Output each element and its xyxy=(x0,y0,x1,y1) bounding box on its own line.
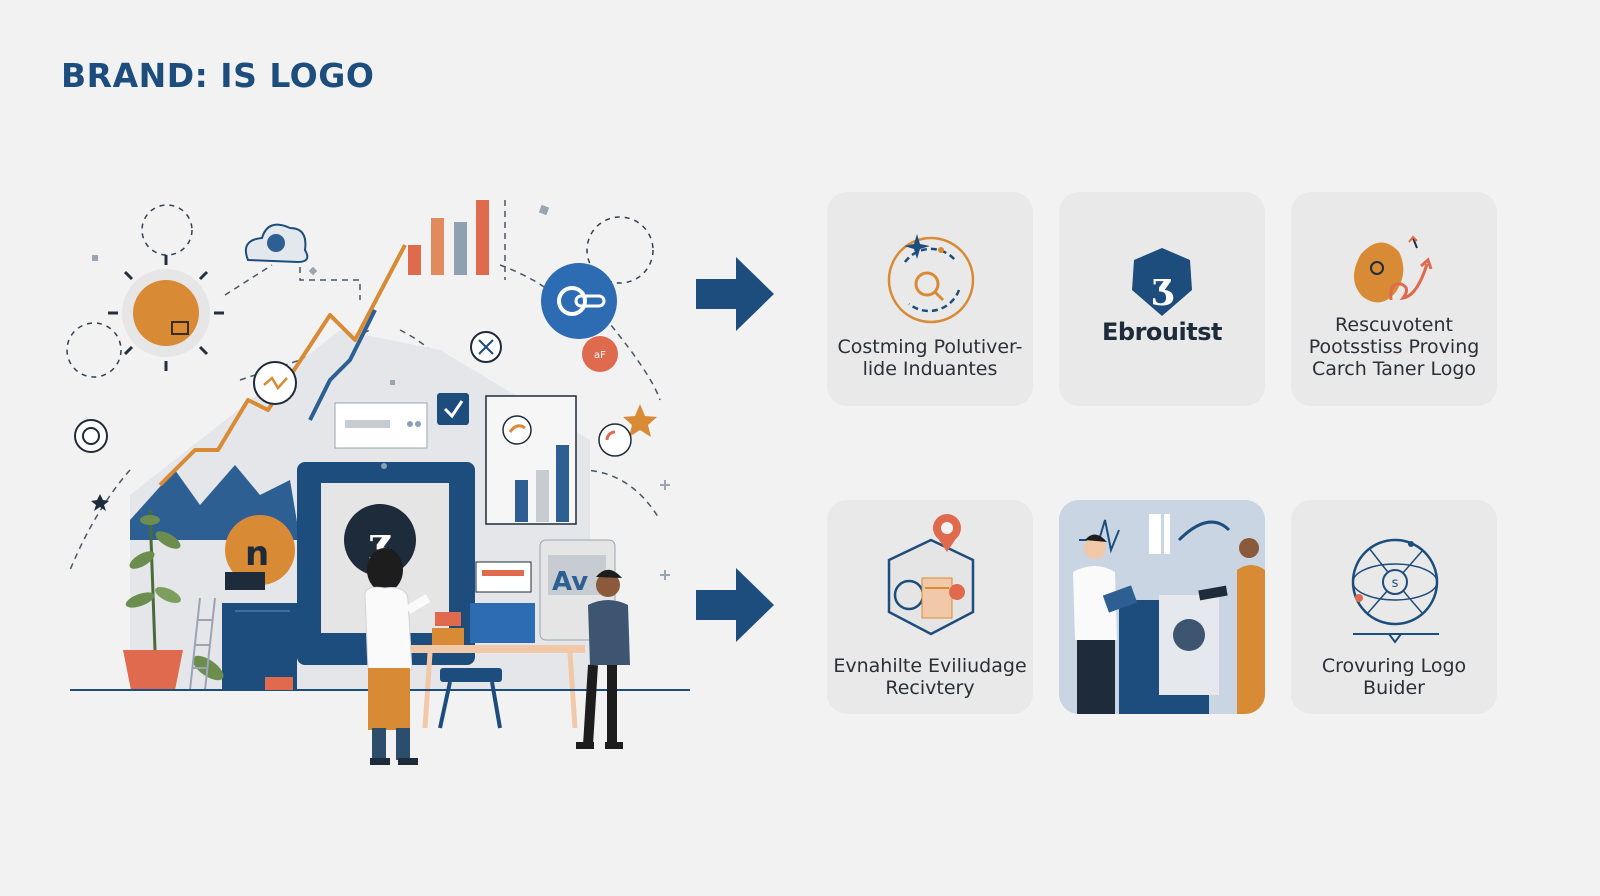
logo-card-3[interactable]: Rescuvotent Pootsstiss Proving Carch Tan… xyxy=(1291,192,1497,406)
logo-card-2[interactable]: ʒ Ebrouitst xyxy=(1059,192,1265,406)
card-label-line: Costming Polutiver- xyxy=(837,336,1023,358)
person-right xyxy=(576,569,630,749)
logo-card-1[interactable]: Costming Polutiver- lide Induantes xyxy=(827,192,1033,406)
card-label-line: lide Induantes xyxy=(862,358,998,380)
svg-text:n: n xyxy=(245,534,269,574)
card-brand-text: Ebrouitst xyxy=(1102,318,1222,346)
search-refresh-icon xyxy=(887,234,975,324)
badge-icon: aF xyxy=(582,336,618,372)
workshop-scene-icon xyxy=(1059,500,1265,714)
blob-arrow-icon xyxy=(1353,235,1433,303)
card-label-line: Crovuring Logo xyxy=(1321,655,1467,677)
arrow-right-icon xyxy=(696,257,774,331)
svg-text:Av: Av xyxy=(552,567,588,597)
star-icon xyxy=(623,404,657,437)
checkbox-icon xyxy=(437,393,469,425)
check-badge-icon xyxy=(253,361,297,405)
bar-chart-icon xyxy=(408,200,489,275)
target-icon xyxy=(74,419,108,453)
card-label-line: Carch Taner Logo xyxy=(1311,358,1477,380)
gear-pin-cube-icon xyxy=(887,514,975,636)
card-label-line: Recivtery xyxy=(885,677,975,699)
logo-card-5[interactable] xyxy=(1059,500,1265,714)
logo-card-6[interactable]: s Crovuring Logo Buider xyxy=(1291,500,1497,714)
orbit-globe-icon: s xyxy=(1351,538,1439,644)
page-title: BRAND: IS LOGO xyxy=(61,56,375,95)
cloud-icon xyxy=(244,223,309,264)
card-label-line: Evnahilte Eviliudage xyxy=(833,655,1027,677)
card-label-line: Rescuvotent xyxy=(1335,314,1453,336)
decorative-circles xyxy=(66,204,654,378)
card-label-line: Buider xyxy=(1363,677,1425,699)
svg-text:aF: aF xyxy=(594,350,606,361)
link-icon xyxy=(541,263,617,339)
card-label-line: Pootsstiss Proving xyxy=(1308,336,1480,358)
person-left xyxy=(364,548,431,765)
svg-text:s: s xyxy=(1392,576,1399,591)
growth-line xyxy=(158,244,407,487)
svg-text:ʒ: ʒ xyxy=(1152,265,1174,307)
branding-illustration: aF ʒ n xyxy=(66,200,690,765)
sun-icon xyxy=(108,255,224,371)
logo-card-4[interactable]: Evnahilte Eviliudage Recivtery xyxy=(827,500,1033,714)
shield-logo-icon: ʒ xyxy=(1132,248,1192,316)
sign-icon: n xyxy=(225,515,295,585)
analytics-panel xyxy=(485,395,577,525)
plant-icon xyxy=(123,509,224,690)
arrow-right-icon xyxy=(696,568,774,642)
close-circle-icon xyxy=(470,331,502,363)
browser-card xyxy=(334,402,428,449)
